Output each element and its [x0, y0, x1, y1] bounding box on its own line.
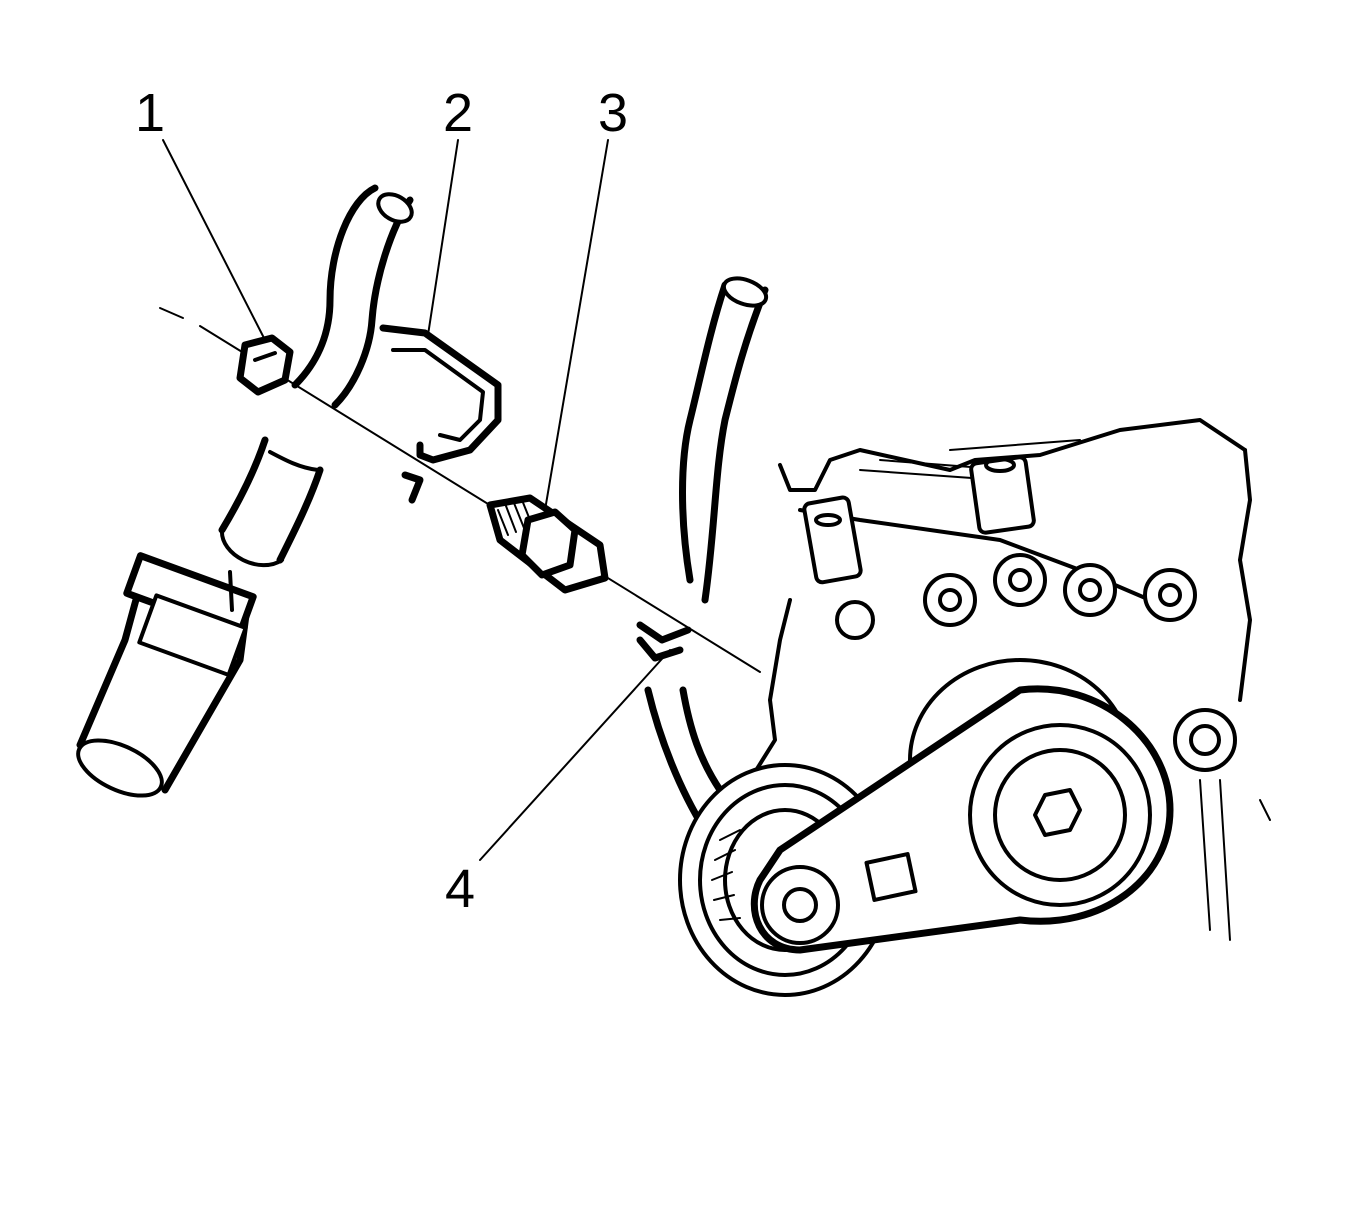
- engine-block: [728, 418, 1271, 941]
- callout-2: 2: [443, 83, 474, 143]
- upper-hose-center: [644, 276, 769, 834]
- leader-line-3: [544, 139, 609, 511]
- leader-line-2: [427, 139, 459, 336]
- part-2-bracket: [379, 324, 502, 504]
- part-1-nut: [236, 334, 294, 396]
- leader-line-4: [479, 649, 671, 861]
- lower-hose-left: [76, 552, 257, 798]
- upper-hose-left: [218, 184, 414, 568]
- callout-3: 3: [598, 83, 629, 143]
- part-3-stud: [486, 494, 609, 594]
- leader-lines: [162, 139, 671, 861]
- callout-1: 1: [135, 83, 166, 143]
- callout-4: 4: [445, 859, 476, 919]
- leader-line-1: [162, 139, 266, 341]
- part-4-clip: [636, 621, 692, 662]
- belt-tensioner: [678, 658, 1174, 997]
